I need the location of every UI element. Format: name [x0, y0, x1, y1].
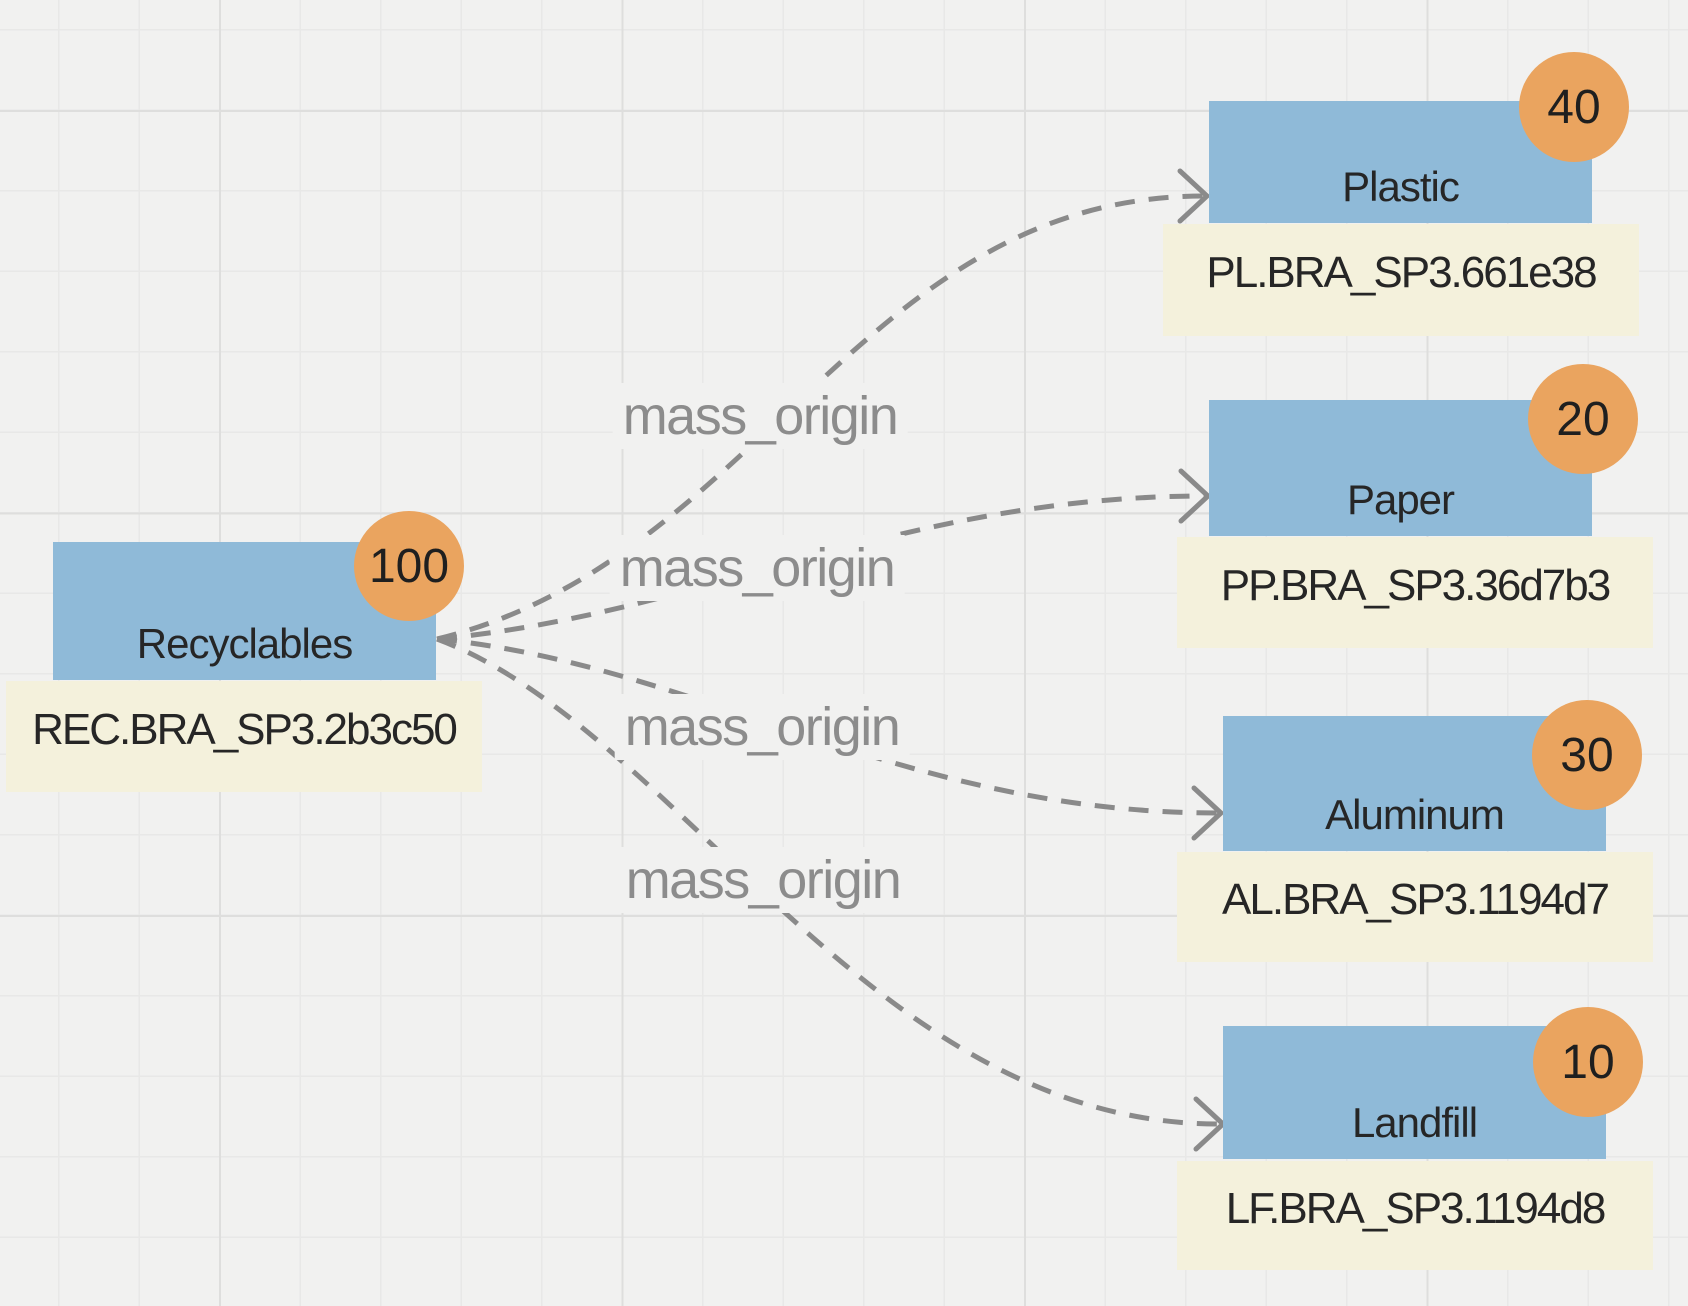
node-value-badge-landfill: 10: [1533, 1007, 1643, 1117]
node-value-badge-plastic: 40: [1519, 52, 1629, 162]
edge-label-mass-origin: mass_origin: [612, 383, 908, 449]
node-id-paper: PP.BRA_SP3.36d7b3: [1177, 537, 1653, 648]
badge-value: 10: [1561, 1035, 1615, 1089]
arrowhead-plastic: [1177, 168, 1211, 224]
node-id-landfill: LF.BRA_SP3.1194d8: [1177, 1161, 1653, 1270]
node-value-badge-paper: 20: [1528, 364, 1638, 474]
badge-value: 30: [1560, 728, 1614, 782]
edge-label-mass-origin: mass_origin: [614, 694, 910, 760]
node-id-aluminum: AL.BRA_SP3.1194d7: [1177, 852, 1653, 962]
node-label: Paper: [1346, 476, 1455, 523]
node-label: Landfill: [1351, 1099, 1478, 1146]
badge-value: 20: [1556, 392, 1610, 446]
node-id-plastic: PL.BRA_SP3.661e38: [1163, 224, 1639, 336]
arrowhead-paper: [1178, 468, 1212, 524]
node-value-badge-aluminum: 30: [1532, 700, 1642, 810]
node-box-plastic[interactable]: Plastic: [1209, 101, 1592, 223]
node-code: PP.BRA_SP3.36d7b3: [1220, 560, 1611, 610]
node-code: LF.BRA_SP3.1194d8: [1225, 1183, 1607, 1233]
badge-value: 100: [368, 539, 450, 593]
node-code: PL.BRA_SP3.661e38: [1206, 248, 1597, 297]
edge-recyclables-landfill: [436, 636, 1220, 1127]
node-label: Aluminum: [1325, 791, 1505, 838]
node-value-badge-recyclables: 100: [354, 511, 464, 621]
edge-label-mass-origin: mass_origin: [615, 847, 911, 913]
node-label: Recyclables: [136, 620, 353, 667]
edge-label-mass-origin: mass_origin: [609, 535, 905, 601]
node-id-recyclables: REC.BRA_SP3.2b3c50: [6, 681, 482, 792]
badge-value: 40: [1547, 80, 1601, 134]
node-label: Plastic: [1342, 163, 1460, 210]
node-code: REC.BRA_SP3.2b3c50: [32, 704, 458, 754]
node-code: AL.BRA_SP3.1194d7: [1222, 875, 1610, 924]
arrowhead-aluminum: [1191, 785, 1225, 841]
